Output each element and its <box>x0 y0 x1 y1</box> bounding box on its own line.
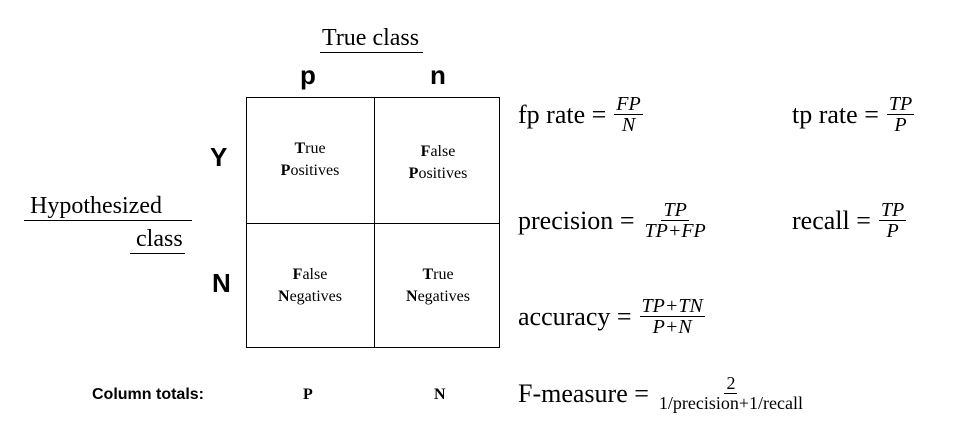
column-total-n: N <box>434 386 446 403</box>
row-header-n: N <box>212 268 231 298</box>
true-class-label: True class <box>320 24 424 53</box>
cell-true-positives: True Positives <box>280 140 340 179</box>
column-totals-label: Column totals: <box>92 386 204 403</box>
column-header-p: p <box>300 60 316 90</box>
cell-false-positives: False Positives <box>408 143 468 182</box>
matrix-vertical-divider <box>374 97 375 348</box>
cell-true-negatives: True Negatives <box>406 266 470 305</box>
cell-false-negatives: False Negatives <box>278 266 342 305</box>
hypothesized-class-label: class <box>130 225 185 254</box>
matrix-horizontal-divider <box>246 223 500 224</box>
hypothesized-label: Hypothesized <box>24 192 192 221</box>
row-header-y: Y <box>210 142 228 172</box>
confusion-matrix-grid <box>246 97 500 348</box>
column-header-n: n <box>430 60 446 90</box>
column-total-p: P <box>303 386 313 403</box>
